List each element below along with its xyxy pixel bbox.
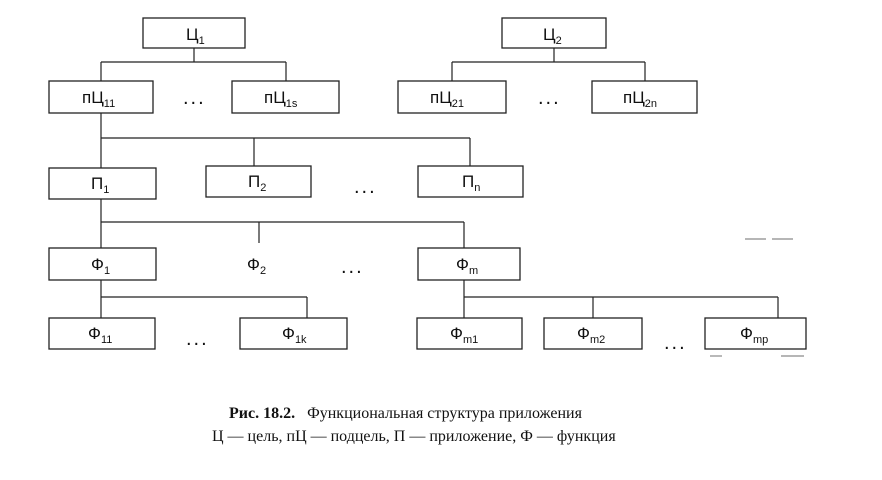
subgoal-1s-box [231, 80, 340, 114]
subgoal-11-label: пЦ11 [82, 88, 115, 110]
subgoal-11-box [48, 80, 154, 114]
connectors [100, 48, 804, 357]
goal-1-box [142, 17, 246, 49]
application-1-box [48, 167, 157, 200]
function-11-box [48, 317, 156, 350]
application-2-label: П2 [248, 172, 266, 194]
function-m2-label: Фm2 [577, 324, 605, 346]
subgoal-2n-box [591, 80, 698, 114]
application-n-box [417, 165, 524, 198]
function-mp-box [704, 317, 807, 350]
function-m-box [417, 247, 521, 281]
function-2-label: Ф2 [247, 255, 266, 277]
subgoal-1s-label: пЦ1s [264, 88, 298, 110]
application-1-label: П1 [91, 174, 109, 196]
figure-caption: Рис. 18.2. Функциональная структура прило… [212, 405, 616, 445]
subgoal-2n-label: пЦ2n [623, 88, 657, 110]
function-1-label: Ф1 [91, 255, 110, 277]
function-m-label: Фm [456, 255, 478, 277]
caption-legend: Ц — цель, пЦ — подцель, П — приложение, … [212, 428, 616, 445]
node-labels: Ц1 Ц2 пЦ11 пЦ1s пЦ21 пЦ2n П1 П2 Пn Ф1 Ф2… [82, 25, 768, 346]
ellipsis-subgoals-2: ... [538, 87, 561, 109]
ellipsis-subfunctions-m: ... [664, 332, 687, 354]
goal-1-label: Ц1 [186, 25, 205, 47]
ellipsis-subfunctions-1: ... [186, 328, 209, 350]
function-1-box [48, 247, 157, 281]
function-mp-label: Фmp [740, 324, 768, 346]
application-2-box [205, 165, 312, 198]
function-m1-label: Фm1 [450, 324, 478, 346]
application-n-label: Пn [462, 172, 480, 194]
figure-title: Функциональная структура приложения [307, 405, 583, 422]
node-boxes [48, 17, 807, 350]
subgoal-21-label: пЦ21 [430, 88, 464, 110]
function-m2-box [543, 317, 643, 350]
caption-line-1: Рис. 18.2. Функциональная структура прило… [229, 405, 583, 422]
ellipsis-applications: ... [354, 176, 377, 198]
subgoal-21-box [397, 80, 507, 114]
goal-2-box [501, 17, 607, 49]
function-1k-box [239, 317, 348, 350]
goal-2-label: Ц2 [543, 25, 562, 47]
function-11-label: Ф11 [88, 324, 112, 346]
figure-number: Рис. 18.2. [229, 405, 295, 422]
function-1k-label: Ф1k [282, 324, 307, 346]
ellipsis-markers: ... ... ... ... ... ... [183, 87, 687, 354]
ellipsis-subgoals-1: ... [183, 87, 206, 109]
ellipsis-functions: ... [341, 256, 364, 278]
function-m1-box [416, 317, 523, 350]
